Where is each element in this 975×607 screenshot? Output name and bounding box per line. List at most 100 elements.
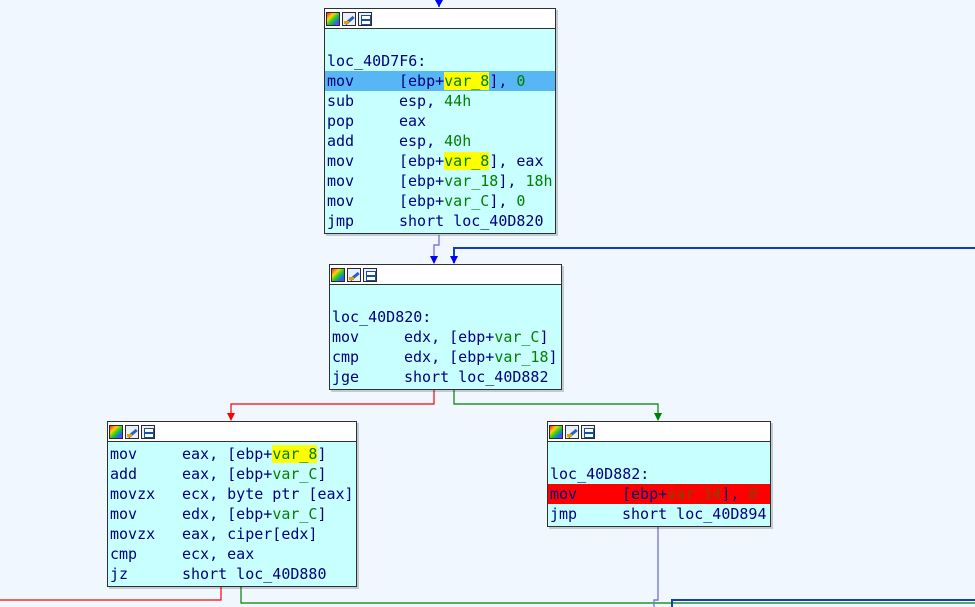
block-label[interactable]: loc_40D882:	[550, 465, 650, 483]
operand: [ebp+	[399, 152, 445, 170]
mnemonic: add	[110, 465, 138, 483]
variable-operand[interactable]: var_C	[444, 192, 490, 210]
instruction-line[interactable]: jge short loc_40D882	[330, 367, 561, 387]
mnemonic: mov	[327, 172, 355, 190]
block-header	[108, 422, 356, 442]
instruction-line[interactable]: jz short loc_40D880	[108, 564, 356, 584]
operand: short loc_40D882	[404, 368, 549, 386]
mnemonic: cmp	[110, 545, 138, 563]
instruction-line[interactable]: movzx eax, ciper[edx]	[108, 524, 356, 544]
operand: ],	[489, 192, 517, 210]
color-picker-icon[interactable]	[331, 267, 345, 282]
operand: short loc_40D880	[182, 565, 327, 583]
mnemonic: mov	[327, 152, 355, 170]
graph-view-icon[interactable]	[358, 11, 372, 26]
graph-view-icon[interactable]	[363, 267, 377, 282]
edge-jmp-40D894	[653, 526, 659, 607]
instruction-line[interactable]: mov [ebp+var_18], 18h	[325, 171, 555, 191]
mnemonic: sub	[327, 92, 355, 110]
rename-icon[interactable]	[347, 267, 361, 282]
operand: eax, ciper[edx]	[182, 525, 318, 543]
operand: ], eax	[489, 152, 544, 170]
operand: eax, [ebp+	[182, 465, 273, 483]
numeric-operand: 0	[516, 72, 526, 90]
block-label[interactable]: loc_40D7F6:	[327, 52, 427, 70]
operand: [ebp+	[399, 72, 445, 90]
mnemonic: mov	[332, 328, 360, 346]
operand: eax	[399, 112, 427, 130]
edge-jge-true	[453, 390, 659, 420]
instruction-line[interactable]: mov [ebp+var_8], eax	[325, 151, 555, 171]
edge-bottom-right	[671, 599, 975, 607]
edge-incoming-arrowhead	[435, 0, 443, 7]
variable-operand[interactable]: var_8	[444, 152, 490, 170]
variable-operand[interactable]: var_8	[444, 72, 490, 90]
mnemonic: jz	[110, 565, 129, 583]
operand: edx, [ebp+	[404, 328, 495, 346]
instruction-line[interactable]: mov[ebp+var_C], 0	[325, 191, 555, 211]
instruction-line[interactable]: cmp ecx, eax	[108, 544, 356, 564]
rename-icon[interactable]	[125, 424, 139, 439]
color-picker-icon[interactable]	[549, 424, 563, 439]
mnemonic: movzx	[110, 485, 156, 503]
operand: edx, [ebp+	[182, 505, 273, 523]
color-picker-icon[interactable]	[326, 11, 340, 26]
numeric-operand: 18h	[525, 172, 553, 190]
operand: ],	[721, 485, 749, 503]
variable-operand[interactable]: var_14	[667, 485, 722, 503]
operand: short loc_40D820	[399, 212, 544, 230]
variable-operand[interactable]: var_18	[444, 172, 499, 190]
edge-jmp-40D820	[433, 235, 440, 263]
blank-line	[325, 31, 555, 51]
mnemonic: jge	[332, 368, 360, 386]
instruction-line[interactable]: mov[ebp+var_8], 0	[325, 71, 555, 91]
operand: ],	[489, 72, 517, 90]
numeric-operand: 0	[748, 485, 758, 503]
blank-line	[330, 287, 561, 307]
block-label[interactable]: loc_40D820:	[332, 308, 432, 326]
rename-icon[interactable]	[342, 11, 356, 26]
variable-operand[interactable]: var_18	[494, 348, 549, 366]
rename-icon[interactable]	[565, 424, 579, 439]
instruction-line[interactable]: add esp, 40h	[325, 131, 555, 151]
mnemonic: mov	[110, 505, 138, 523]
block-header	[330, 265, 561, 285]
variable-operand[interactable]: var_C	[272, 465, 318, 483]
operand: ecx, eax	[182, 545, 255, 563]
numeric-operand: 40h	[444, 132, 472, 150]
variable-operand[interactable]: var_8	[272, 445, 318, 463]
blank-line	[548, 444, 770, 464]
graph-view-icon[interactable]	[141, 424, 155, 439]
operand: short loc_40D894	[622, 505, 767, 523]
operand: esp,	[399, 132, 445, 150]
block-header	[325, 9, 555, 29]
mnemonic: jmp	[550, 505, 578, 523]
operand: ]	[539, 328, 549, 346]
graph-view-icon[interactable]	[581, 424, 595, 439]
operand: ]	[317, 445, 327, 463]
operand: esp,	[399, 92, 445, 110]
variable-operand[interactable]: var_C	[272, 505, 318, 523]
operand: [ebp+	[399, 172, 445, 190]
variable-operand[interactable]: var_C	[494, 328, 540, 346]
instruction-line[interactable]: mov edx, [ebp+var_C]	[330, 327, 561, 347]
color-picker-icon[interactable]	[109, 424, 123, 439]
mnemonic: movzx	[110, 525, 156, 543]
instruction-line[interactable]: mov[ebp+var_14], 0	[548, 484, 770, 504]
operand: ],	[498, 172, 526, 190]
mnemonic: add	[327, 132, 355, 150]
instruction-line[interactable]: jmp short loc_40D894	[548, 504, 770, 524]
